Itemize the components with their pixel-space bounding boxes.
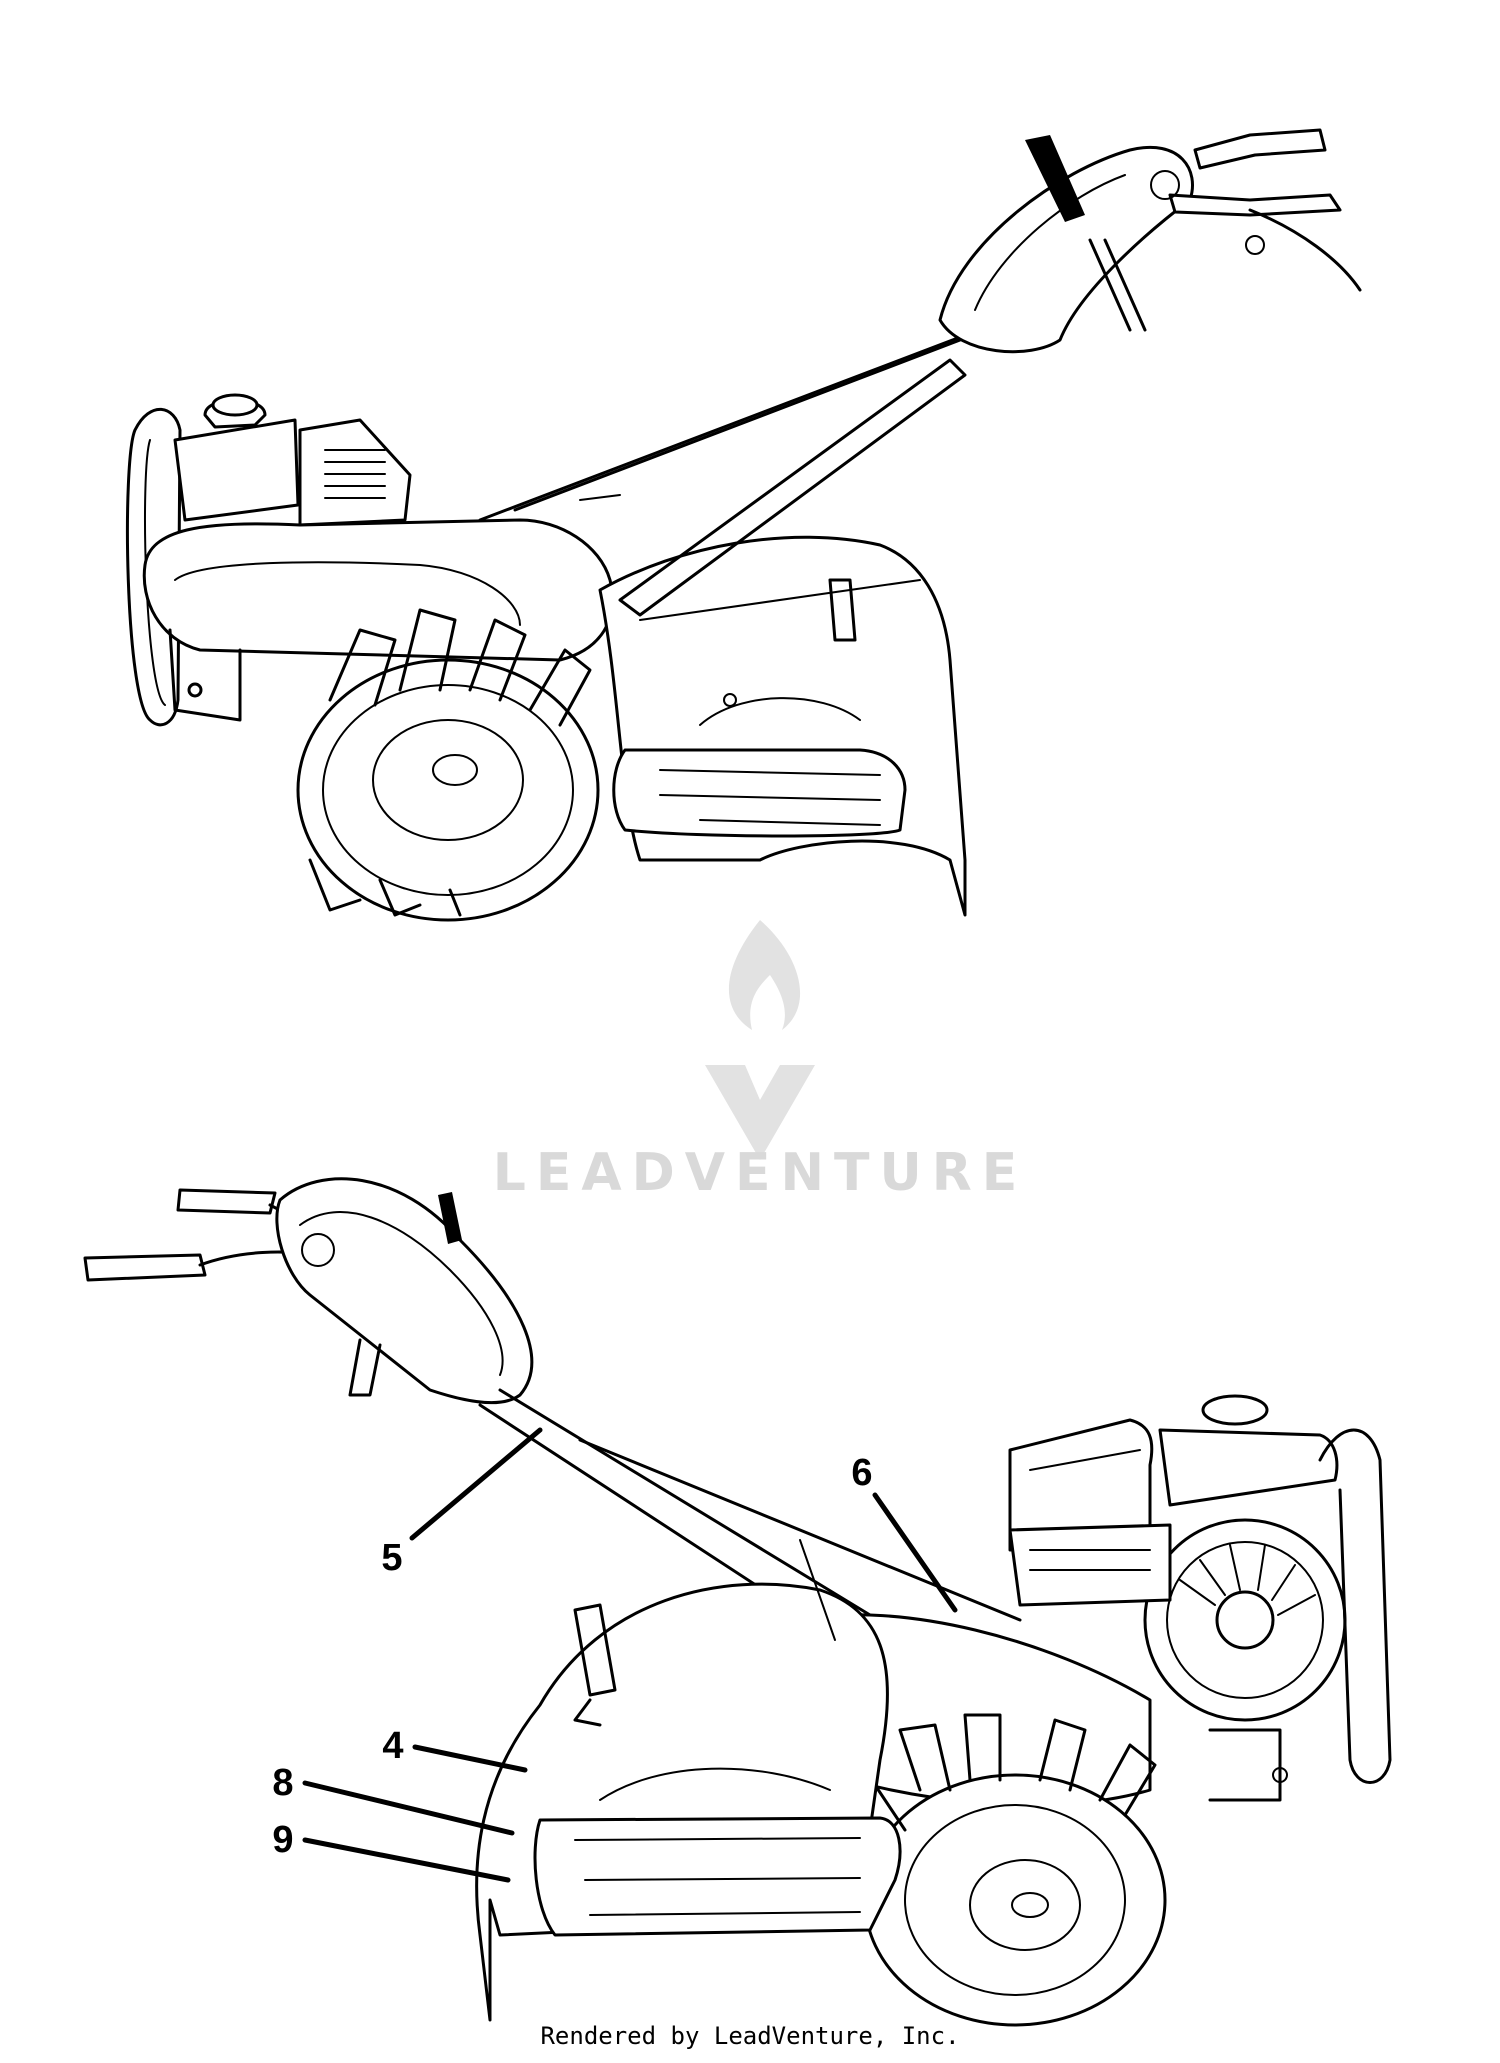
- leader-line: [872, 1492, 958, 1613]
- tiller-bottom-view: [83, 1177, 1392, 2027]
- callout-8: 8: [272, 1762, 515, 1836]
- leadventure-watermark: LEADVENTURE: [493, 920, 1028, 1203]
- leader-line: [302, 1837, 511, 1883]
- leader-line: [412, 1744, 528, 1773]
- callout-number: 5: [381, 1537, 402, 1579]
- callout-9: 9: [272, 1819, 511, 1883]
- leader-line: [302, 1780, 515, 1836]
- v-logo-icon: [705, 1065, 815, 1160]
- watermark-text: LEADVENTURE: [493, 1143, 1028, 1203]
- callout-number: 6: [851, 1452, 872, 1494]
- render-credit: Rendered by LeadVenture, Inc.: [540, 2022, 960, 2050]
- leader-line: [409, 1427, 543, 1541]
- flame-icon: [728, 920, 801, 1030]
- callout-number: 8: [272, 1762, 293, 1804]
- callout-4: 4: [382, 1725, 528, 1773]
- callout-6: 6: [851, 1452, 958, 1613]
- callout-number: 4: [382, 1725, 403, 1767]
- tiller-top-view: [125, 128, 1362, 922]
- callout-5: 5: [381, 1427, 543, 1579]
- callout-number: 9: [272, 1819, 293, 1861]
